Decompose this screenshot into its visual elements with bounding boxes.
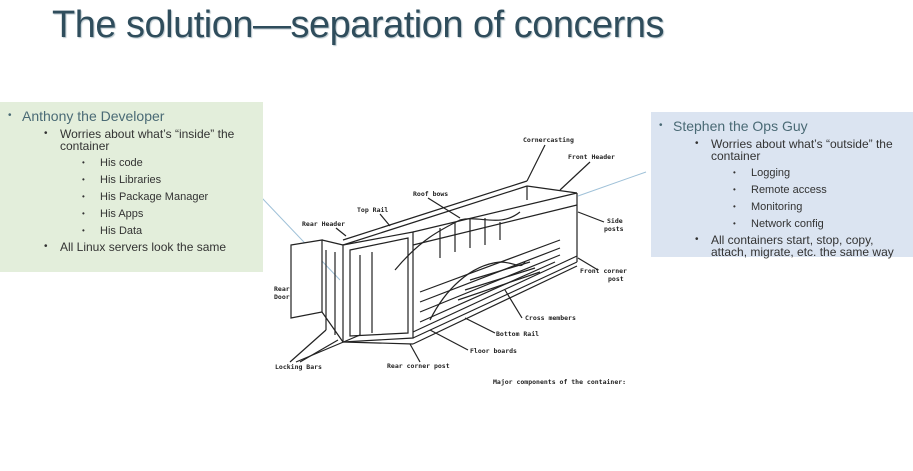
label-rear-door-2: Door: [274, 293, 290, 301]
developer-item: His Data: [6, 225, 257, 237]
connector-lines: [261, 171, 647, 281]
ops-panel: Stephen the Ops Guy Worries about what’s…: [651, 112, 913, 258]
label-floor-boards: Floor boards: [470, 347, 517, 355]
ops-worry: Worries about what’s “outside” the conta…: [657, 138, 907, 162]
label-bottom-rail: Bottom Rail: [496, 330, 539, 338]
label-side-posts-1: Side: [607, 217, 623, 225]
ops-list: Stephen the Ops Guy Worries about what’s…: [657, 118, 907, 258]
slide-title: The solution—separation of concerns: [52, 4, 664, 46]
label-roof-bows: Roof bows: [413, 190, 448, 198]
developer-item: His code: [6, 157, 257, 169]
developer-item: His Package Manager: [6, 191, 257, 203]
ops-heading: Stephen the Ops Guy: [657, 118, 907, 134]
label-cross-members: Cross members: [525, 314, 576, 322]
developer-list: Anthony the Developer Worries about what…: [6, 108, 257, 253]
ops-item: Logging: [657, 167, 907, 179]
ops-item: Network config: [657, 218, 907, 230]
label-rear-door-1: Rear: [274, 285, 290, 293]
label-rear-header: Rear Header: [302, 220, 345, 228]
developer-worry: Worries about what’s “inside” the contai…: [6, 128, 257, 152]
label-cornercasting: Cornercasting: [523, 136, 574, 144]
label-front-corner-post-1: Front corner: [580, 267, 627, 275]
diagram-caption: Major components of the container:: [493, 378, 626, 386]
label-side-posts-2: posts: [604, 225, 624, 233]
ops-item: Monitoring: [657, 201, 907, 213]
developer-footer: All Linux servers look the same: [6, 241, 257, 253]
developer-heading: Anthony the Developer: [6, 108, 257, 124]
developer-panel: Anthony the Developer Worries about what…: [0, 102, 263, 272]
label-rear-corner-post: Rear corner post: [387, 362, 450, 370]
label-top-rail: Top Rail: [357, 206, 388, 214]
label-front-header: Front Header: [568, 153, 615, 161]
ops-item: Remote access: [657, 184, 907, 196]
diagram-labels: Cornercasting Front Header Roof bows Top…: [274, 136, 627, 386]
container-outline: [289, 144, 605, 363]
ops-footer: All containers start, stop, copy, attach…: [657, 234, 907, 258]
developer-item: His Apps: [6, 208, 257, 220]
developer-item: His Libraries: [6, 174, 257, 186]
label-front-corner-post-2: post: [608, 275, 624, 283]
label-locking-bars: Locking Bars: [275, 363, 322, 371]
